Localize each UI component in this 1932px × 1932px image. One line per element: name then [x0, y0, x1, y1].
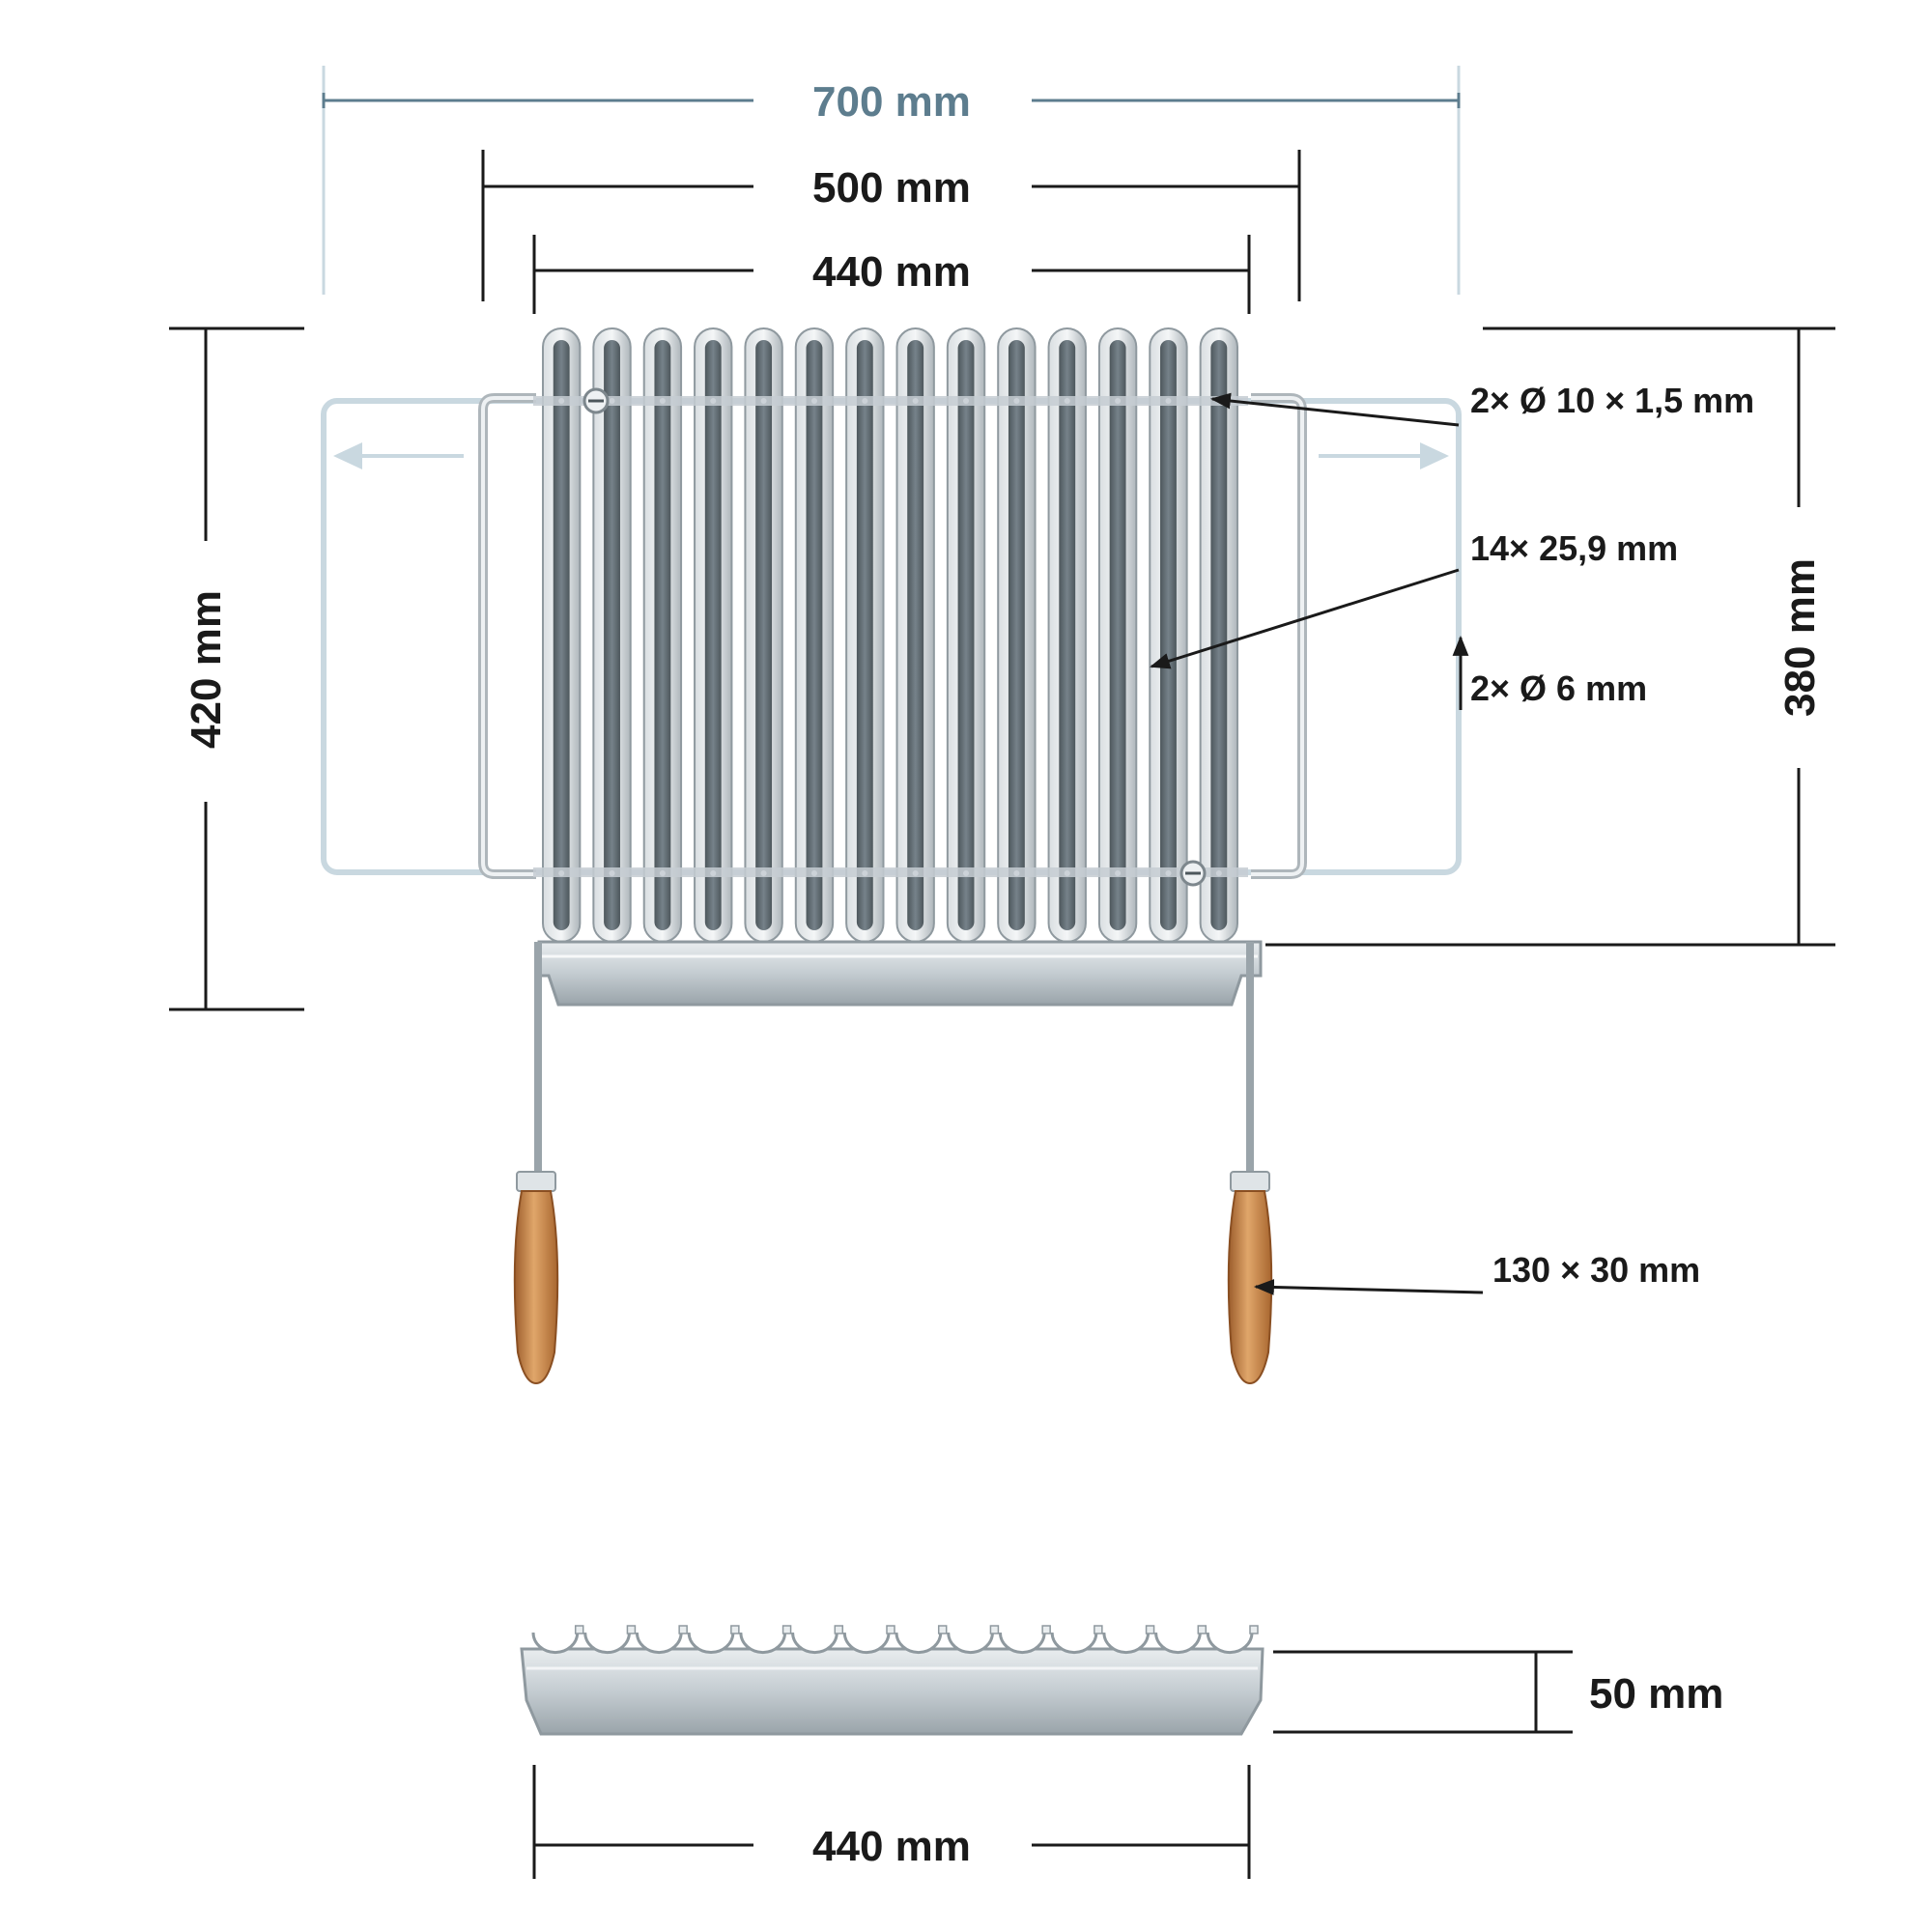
bar-profile — [895, 1632, 943, 1655]
grate-bar — [997, 327, 1037, 943]
leader-lines — [1149, 392, 1484, 1295]
grate-bar — [845, 327, 885, 943]
tray-side-view — [520, 1625, 1264, 1736]
wooden-handle[interactable] — [513, 1190, 559, 1385]
crossbar-spec-label: 2× Ø 10 × 1,5 mm — [1470, 381, 1754, 420]
overall-width-label: 700 mm — [812, 78, 971, 126]
grate-bar — [542, 327, 582, 943]
bar-profile-tip — [678, 1625, 688, 1634]
grate-bar — [694, 327, 733, 943]
bar-profile — [739, 1632, 787, 1655]
bar-profile-tip — [781, 1625, 792, 1634]
bar-profiles — [531, 1625, 1259, 1655]
bar-profile-tip — [574, 1625, 584, 1634]
bar-profile — [1154, 1632, 1202, 1655]
right-support — [1227, 942, 1273, 1385]
cross-bars — [533, 396, 1248, 877]
handle-spec-label: 130 × 30 mm — [1492, 1250, 1700, 1290]
arrow-right-icon — [1420, 442, 1449, 469]
bar-profile — [583, 1632, 631, 1655]
grate-width-label: 440 mm — [812, 248, 971, 296]
bar-profile-tip — [730, 1625, 740, 1634]
front-tray — [537, 940, 1263, 1007]
screw-icon — [1179, 860, 1207, 887]
bar-profile — [842, 1632, 891, 1655]
grate-bars — [542, 327, 1238, 943]
bar-profile-tip — [886, 1625, 895, 1634]
bar-profile-tip — [834, 1625, 844, 1634]
bar-profile — [1206, 1632, 1254, 1654]
grate-bar — [794, 327, 835, 943]
bar-profile-tip — [1249, 1625, 1259, 1634]
grate-bar — [1199, 327, 1238, 943]
bar-profile-tip — [989, 1625, 1000, 1634]
bar-profile — [791, 1632, 838, 1655]
bar-profile-tip — [1145, 1625, 1155, 1634]
bar-profile-tip — [1197, 1625, 1208, 1634]
grate-bar — [592, 327, 632, 943]
side-rod-spec-label: 2× Ø 6 mm — [1470, 668, 1647, 708]
grate-bar — [1097, 327, 1138, 943]
bar-profile — [635, 1632, 683, 1655]
bar-profile — [1050, 1632, 1098, 1655]
grate-bar — [1047, 327, 1087, 943]
bar-profile-tip — [937, 1625, 948, 1634]
screw-icon — [582, 387, 610, 414]
grate-bar — [946, 327, 986, 943]
grate-bar — [895, 327, 935, 943]
tray-height-label: 50 mm — [1589, 1670, 1723, 1718]
dimension-lines — [169, 66, 1835, 1879]
bar-profile-tip — [1094, 1625, 1103, 1634]
grate-bar — [642, 327, 683, 943]
arrow-left-icon — [333, 442, 362, 469]
bar-profile — [947, 1632, 994, 1655]
left-support — [513, 942, 559, 1385]
bar-profile-tip — [626, 1625, 637, 1634]
bar-profile — [531, 1632, 580, 1655]
grate-depth-label: 380 mm — [1776, 558, 1824, 717]
bar-profile — [1102, 1632, 1151, 1654]
bar-spec-label: 14× 25,9 mm — [1470, 528, 1678, 568]
wooden-handle[interactable] — [1227, 1190, 1273, 1385]
extension-frame — [321, 398, 1462, 875]
side-rods — [478, 393, 1307, 879]
frame-width-label: 500 mm — [812, 164, 971, 212]
grate-bar — [744, 327, 783, 943]
bar-profile — [998, 1632, 1046, 1654]
overall-depth-label: 420 mm — [183, 590, 230, 749]
bar-profile — [687, 1632, 735, 1655]
grate-bar — [1149, 327, 1188, 943]
bar-profile-tip — [1041, 1625, 1051, 1634]
tray-width-label: 440 mm — [812, 1823, 971, 1870]
